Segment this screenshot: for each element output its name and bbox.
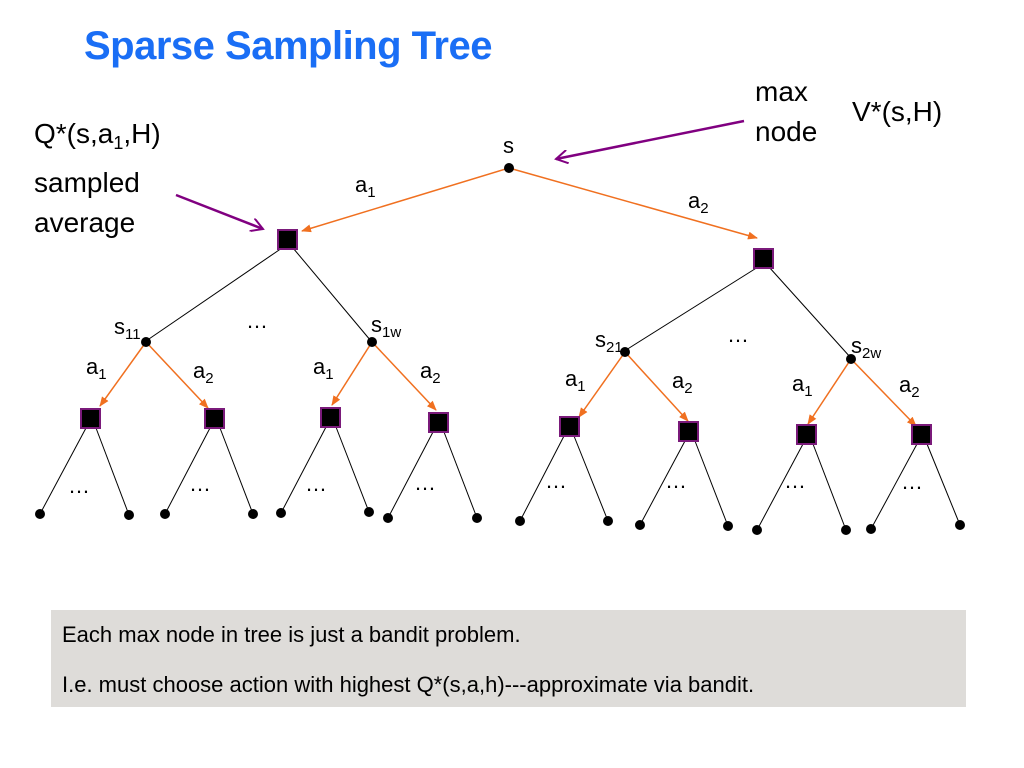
max-node-label: max node [755,72,817,152]
average-label: average [34,207,136,238]
a1-label: a1 [565,366,586,395]
max-node-pointer-arrow [556,119,745,159]
value-label: V*(s,H) [852,96,943,127]
slide-title: Sparse Sampling Tree [84,24,492,68]
note-box: Each max node in tree is just a bandit p… [51,610,966,707]
chance-edges [145,247,852,359]
root-a1-edge [301,167,510,233]
ellipsis: … [246,308,268,333]
a2-label: a2 [899,372,920,401]
state-label-s1w: s1w [371,312,402,341]
node-text: node [755,116,818,147]
a1-label: a1 [792,371,813,400]
sampled-label: sampled [34,167,140,198]
a2-label: a2 [420,358,441,387]
ellipsis: … [665,468,687,493]
state-node-s1w [367,337,377,347]
root-state-label: s [503,133,514,158]
root-state-node [504,163,514,173]
ellipsis: … [305,471,327,496]
state-node-s2w [846,354,856,364]
a2-label: a2 [672,368,693,397]
a1-label: a1 [86,354,107,383]
note-line-1: Each max node in tree is just a bandit p… [62,622,521,647]
root-a2-edge [508,167,758,240]
ellipsis: … [901,469,923,494]
ellipsis: … [784,468,806,493]
q-label-rest: ,H) [123,118,161,149]
action-nodes [80,229,932,445]
action-node-a1 [277,229,298,250]
action-node-a2 [753,248,774,269]
q-label-sub: 1 [113,133,124,153]
state-action-edges [99,341,917,427]
ellipsis: … [545,468,567,493]
q-label-text: Q*(s,a [34,118,114,149]
state-label-s2w: s2w [851,333,882,362]
ellipsis: … [189,471,211,496]
q-value-pointer-arrow [175,193,263,229]
a1-label: a1 [313,354,334,383]
ellipsis: … [414,470,436,495]
root-a1-label: a1 [355,172,376,201]
max-text: max [755,76,808,107]
state-node-s21 [620,347,630,357]
leaf-edges [39,426,961,531]
state-label-s21: s21 [595,327,623,356]
state-node-s11 [141,337,151,347]
state-nodes [35,163,965,535]
a2-label: a2 [193,358,214,387]
note-line-2: I.e. must choose action with highest Q*(… [62,672,755,697]
root-a2-label: a2 [688,188,709,217]
state-label-s11: s11 [114,314,141,343]
ellipsis: … [727,322,749,347]
q-value-label: Q*(s,a1,H) sampled average [34,114,161,243]
ellipsis: … [68,473,90,498]
